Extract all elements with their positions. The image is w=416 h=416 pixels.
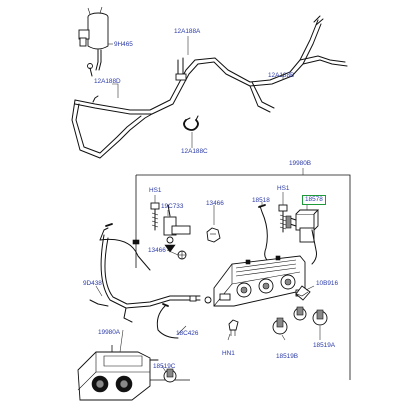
callout-10b916: 10B916: [316, 280, 339, 287]
callout-hn1: HN1: [222, 350, 235, 357]
hose-clip-drawing: [183, 115, 199, 131]
callout-13466-mid: 13466: [148, 247, 166, 254]
callout-9d438: 9D438: [83, 280, 102, 287]
callout-18578-highlighted[interactable]: 18578: [302, 195, 326, 205]
small-parts: [150, 202, 320, 265]
control-knobs: [228, 285, 328, 336]
leader-lines: [95, 36, 321, 373]
vacuum-reservoir-drawing: [78, 6, 109, 77]
knob-18519c: [163, 368, 177, 383]
callout-12a188c: 12A188C: [181, 148, 208, 155]
callout-18519b: 18519B: [276, 353, 299, 360]
callout-12a188b: 12A188B: [268, 72, 295, 79]
callout-18c426: 18C426: [176, 330, 199, 337]
callout-18518: 18518: [252, 197, 270, 204]
callout-12a188d: 12A188D: [94, 78, 121, 85]
callout-12a188a: 12A188A: [174, 28, 201, 35]
callout-hs1-right: HS1: [277, 185, 290, 192]
callout-hs1-left: HS1: [149, 187, 162, 194]
callout-19980a: 19980A: [98, 329, 121, 336]
replacement-control-panel: [77, 351, 159, 401]
callout-19c733: 19C733: [161, 203, 184, 210]
callout-13466-top: 13466: [206, 200, 224, 207]
callout-19980b: 19980B: [289, 160, 312, 167]
callout-18519c: 18519C: [153, 363, 176, 370]
callout-18519a: 18519A: [313, 342, 336, 349]
temperature-cable: [156, 303, 179, 339]
climate-control-head-unit: [204, 255, 306, 307]
vacuum-hose-bundle: [71, 15, 348, 159]
callout-9h465: 9H465: [114, 41, 133, 48]
wiring-harness: [89, 223, 201, 323]
